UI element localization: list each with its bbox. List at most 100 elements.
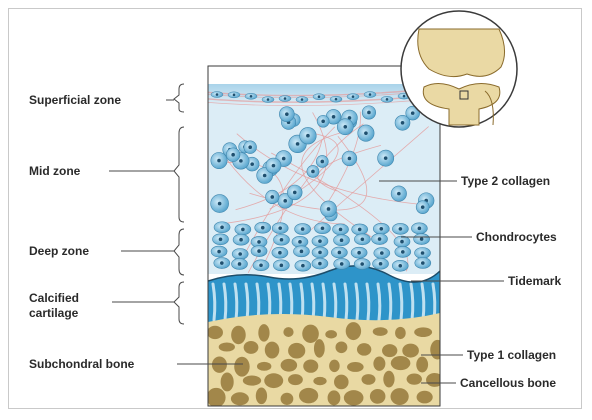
bone-pore: [347, 362, 364, 372]
bone-pore: [383, 371, 394, 388]
bone-pore: [328, 390, 341, 405]
bone-pore: [283, 327, 293, 337]
label-deep-zone: Deep zone: [29, 244, 89, 258]
chondrocyte-nucleus: [301, 227, 305, 231]
bone-pore: [231, 392, 249, 405]
bone-pore: [373, 357, 385, 371]
chondrocyte-nucleus: [379, 227, 383, 231]
chondrocyte-nucleus: [386, 98, 389, 101]
bone-pore: [407, 373, 422, 384]
chondrocyte-nucleus: [293, 191, 297, 195]
label-type1-collagen: Type 1 collagen: [467, 348, 556, 362]
chondrocyte-nucleus: [263, 174, 267, 178]
chondrocyte-nucleus: [332, 115, 336, 119]
chondrocyte-nucleus: [384, 156, 388, 160]
chondrocyte-nucleus: [282, 157, 286, 161]
chondrocyte-nucleus: [261, 226, 265, 230]
chondrocyte-nucleus: [335, 98, 338, 101]
bone-pore: [302, 325, 319, 343]
chondrocyte-nucleus: [301, 98, 304, 101]
bone-pore: [395, 327, 406, 339]
chondrocyte-nucleus: [220, 261, 224, 265]
calcified-stripe: [422, 284, 424, 320]
bone-pore: [382, 344, 397, 357]
chondrocyte-nucleus: [311, 170, 315, 174]
bone-pore: [346, 322, 361, 340]
chondrocyte-nucleus: [399, 227, 403, 231]
chondrocyte-nucleus: [296, 142, 300, 146]
chondrocyte-nucleus: [239, 238, 243, 242]
label-subchondral-bone: Subchondral bone: [29, 357, 134, 371]
chondrocyte-nucleus: [231, 153, 235, 157]
chondrocyte-nucleus: [217, 159, 221, 163]
chondrocyte-nucleus: [327, 207, 331, 211]
chondrocyte-nucleus: [318, 95, 321, 98]
chondrocyte-nucleus: [367, 111, 371, 115]
chondrocyte-nucleus: [369, 93, 372, 96]
bone-pore: [344, 390, 364, 405]
bone-pore: [370, 389, 386, 404]
bone-pore: [288, 374, 303, 385]
label-calcified-line2: cartilage: [29, 306, 78, 320]
chondrocyte-nucleus: [380, 251, 384, 255]
chondrocyte-nucleus: [217, 250, 221, 254]
bone-pore: [361, 374, 375, 385]
bone-pore: [390, 388, 408, 405]
chondrocyte-nucleus: [360, 262, 364, 266]
bone-pore: [207, 388, 226, 407]
left-brackets: [174, 84, 184, 324]
chondrocyte-nucleus: [340, 262, 344, 266]
chondrocyte-nucleus: [233, 94, 236, 97]
diagram-frame: Superficial zone Mid zone Deep zone Calc…: [8, 8, 582, 409]
bone-pore: [219, 342, 235, 351]
chondrocyte-nucleus: [280, 264, 284, 268]
bone-pore: [334, 375, 349, 390]
chondrocyte-nucleus: [318, 262, 322, 266]
calcified-stripe: [257, 284, 259, 320]
chondrocyte-nucleus: [348, 157, 352, 161]
calcified-stripe: [235, 284, 237, 320]
bone-pore: [288, 343, 305, 359]
calcified-stripe: [356, 284, 358, 320]
calcified-stripe: [400, 284, 402, 320]
calcified-stripes: [213, 284, 435, 320]
bone-pore: [414, 327, 432, 337]
bone-pore: [231, 326, 246, 344]
chondrocyte-nucleus: [403, 95, 406, 98]
bone-pore: [244, 341, 259, 354]
chondrocyte-nucleus: [343, 125, 347, 129]
chondrocyte-nucleus: [411, 111, 415, 115]
calcified-stripe: [224, 284, 226, 320]
chondrocyte-nucleus: [257, 240, 261, 244]
bone-pore: [303, 359, 318, 372]
bone-pore: [373, 327, 388, 336]
chondrocyte-nucleus: [280, 238, 284, 242]
chondrocyte-nucleus: [318, 251, 322, 255]
chondrocyte-nucleus: [338, 251, 342, 255]
bone-pore: [256, 387, 267, 404]
chondrocyte-nucleus: [401, 250, 405, 254]
bone-pore: [357, 343, 371, 356]
chondrocyte-nucleus: [238, 252, 242, 256]
bone-pore: [325, 330, 337, 338]
label-mid-zone: Mid zone: [29, 164, 80, 178]
chondrocyte-nucleus: [420, 237, 424, 241]
chondrocyte-nucleus: [357, 251, 361, 255]
chondrocyte-nucleus: [320, 160, 324, 164]
bone-pore: [234, 357, 249, 377]
chondrocyte-nucleus: [285, 112, 289, 116]
calcified-stripe: [411, 284, 413, 320]
label-superficial-zone: Superficial zone: [29, 93, 121, 107]
bone-pore: [329, 360, 340, 372]
chondrocyte-nucleus: [321, 119, 325, 123]
bone-pore: [299, 388, 318, 403]
calcified-stripe: [323, 284, 325, 320]
bone-pore: [264, 373, 283, 388]
chondrocyte-nucleus: [358, 228, 362, 232]
chondrocyte-nucleus: [398, 264, 402, 268]
chondrocyte-nucleus: [321, 226, 325, 230]
chondrocyte-nucleus: [219, 237, 223, 241]
chondrocyte-nucleus: [379, 262, 383, 266]
calcified-stripe: [378, 284, 380, 320]
calcified-stripe: [213, 284, 215, 320]
